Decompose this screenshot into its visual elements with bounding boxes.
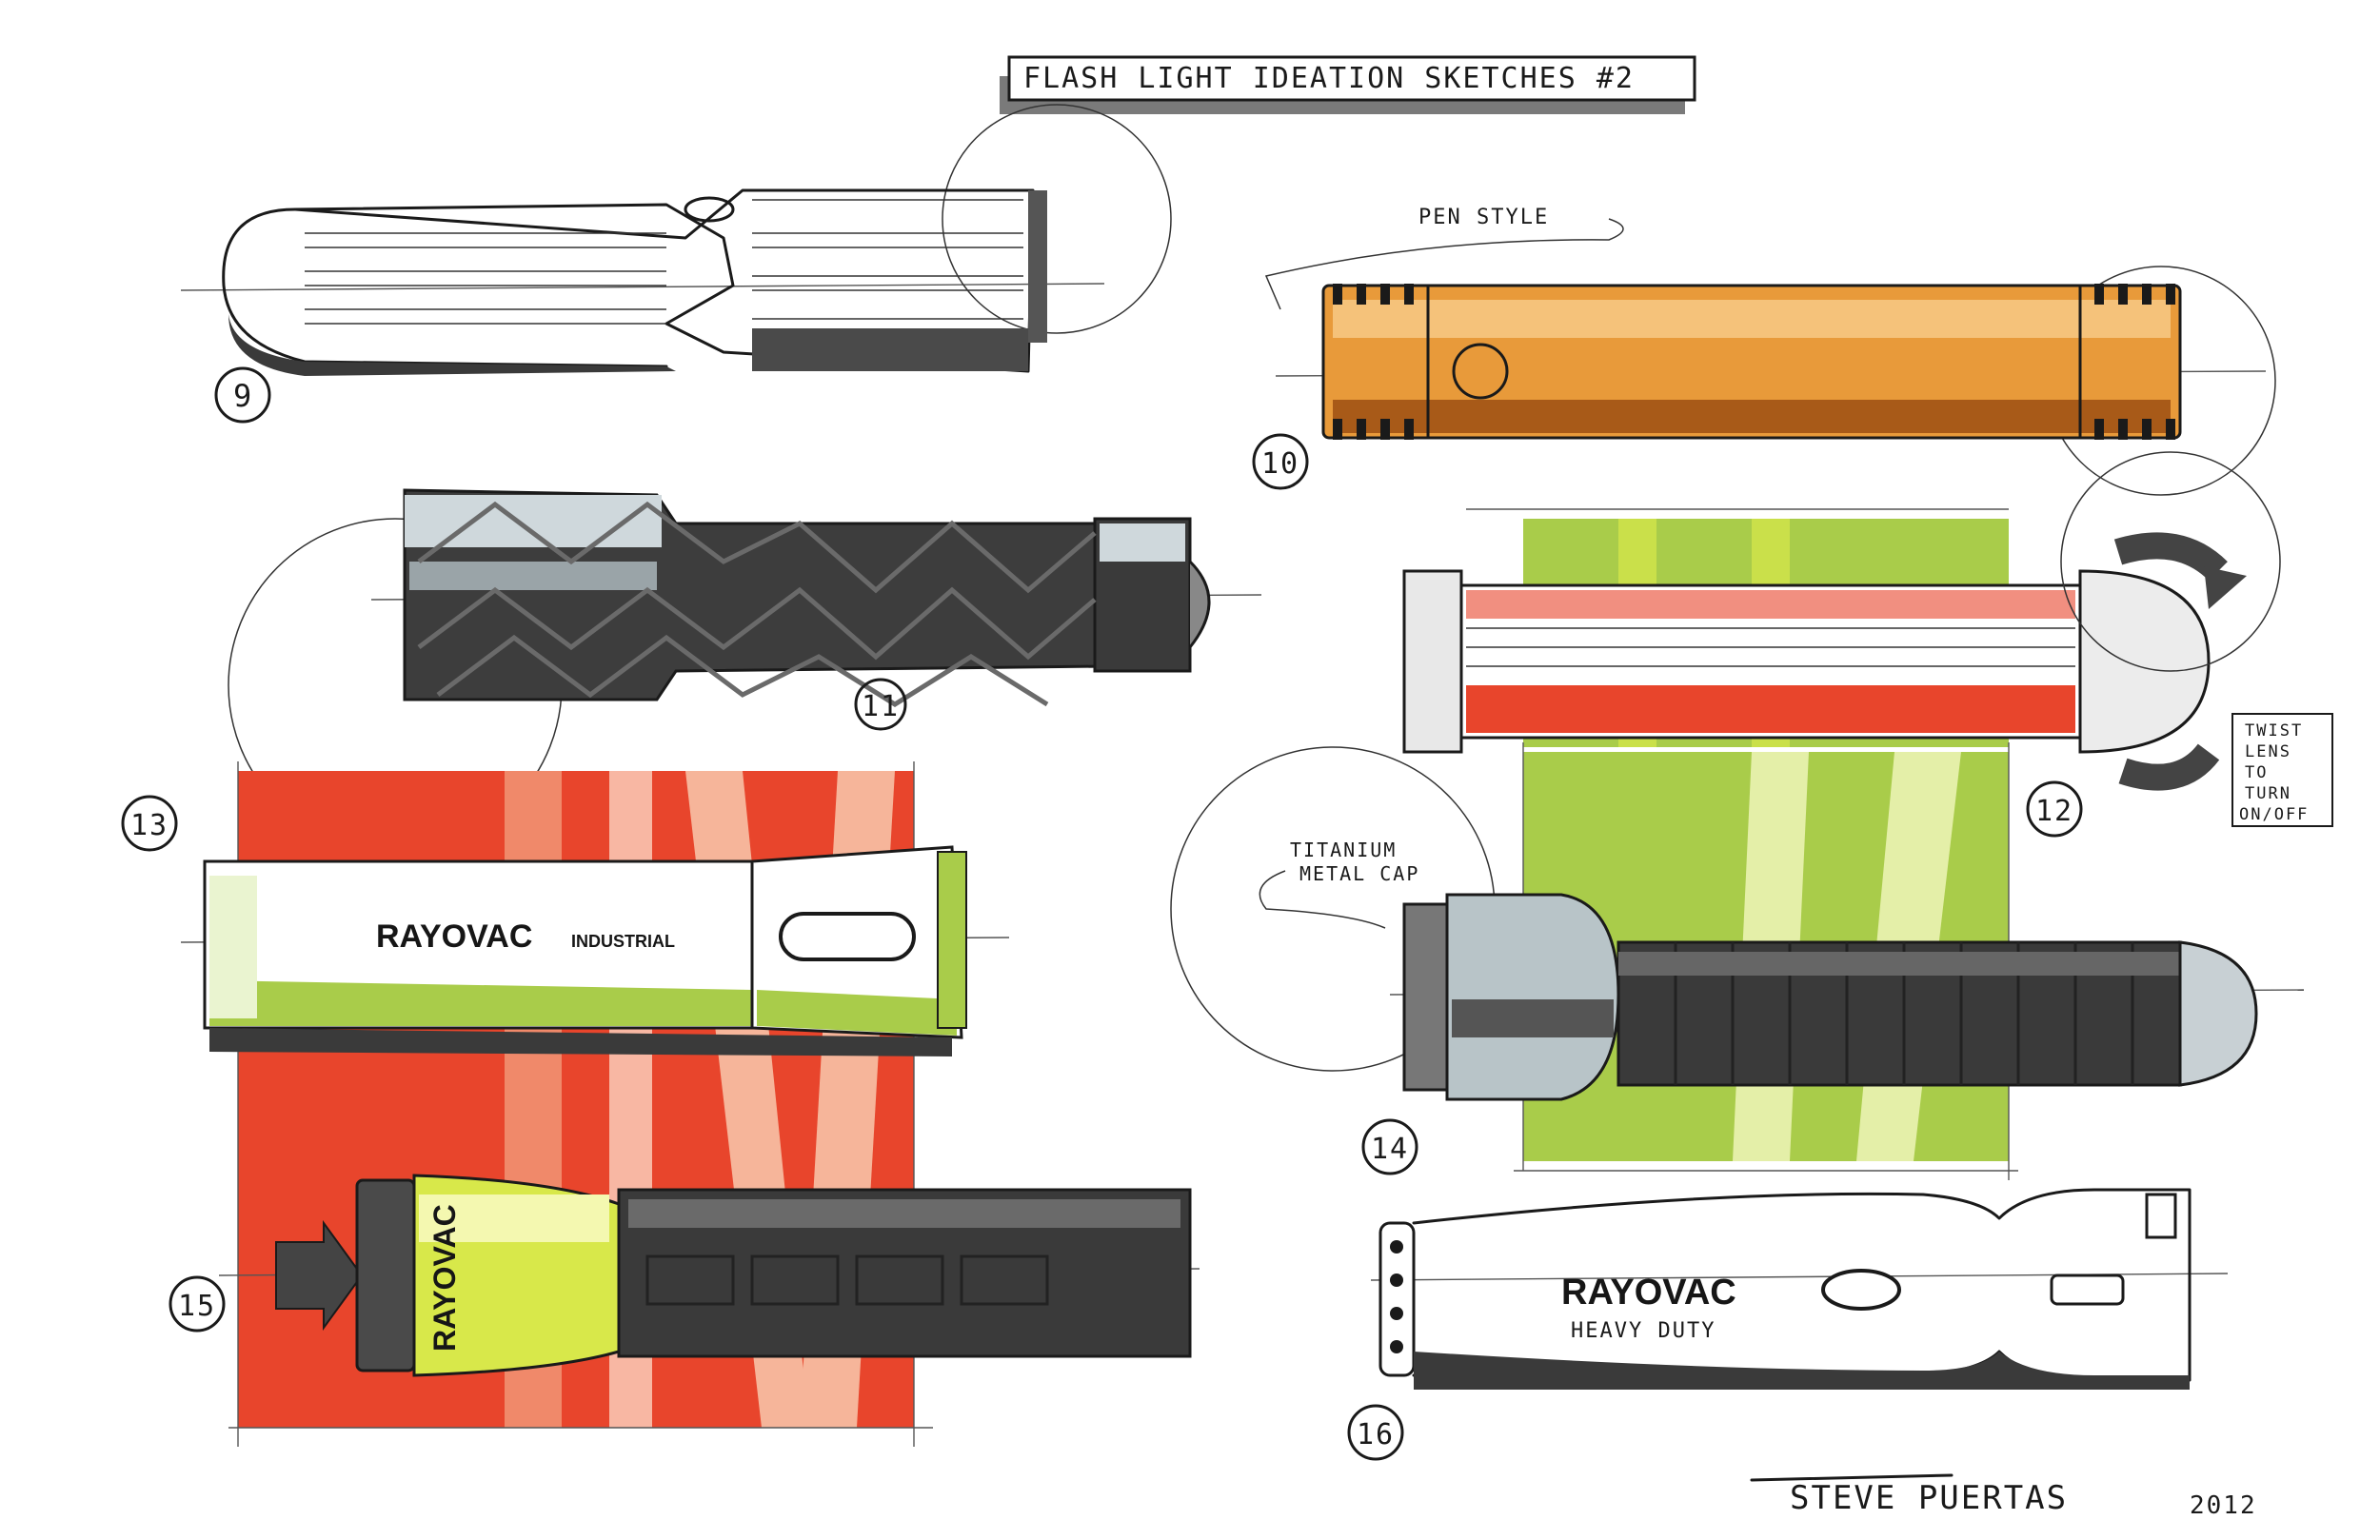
- brand-rayovac-16: RAYOVAC: [1561, 1273, 1736, 1313]
- svg-text:14: 14: [1371, 1133, 1409, 1166]
- sketch-12: [1402, 451, 2281, 791]
- svg-text:10: 10: [1261, 447, 1299, 481]
- signature: STEVE PUERTAS 2012: [1750, 1473, 2257, 1520]
- svg-text:13: 13: [130, 809, 169, 842]
- sketch-15: RAYOVAC: [218, 1174, 1200, 1377]
- svg-text:11: 11: [862, 690, 900, 723]
- svg-text:12: 12: [2035, 795, 2073, 828]
- label-10: 10: [1252, 433, 1309, 490]
- svg-text:9: 9: [233, 378, 253, 414]
- sketch-14: TITANIUM METAL CAP: [1170, 742, 2305, 1180]
- label-13: 13: [121, 795, 178, 852]
- svg-text:15: 15: [178, 1290, 216, 1323]
- brand-rayovac-15: RAYOVAC: [427, 1204, 462, 1352]
- brand-industrial: INDUSTRIAL: [571, 932, 675, 951]
- label-15: 15: [169, 1275, 226, 1333]
- svg-text:TO: TO: [2245, 763, 2268, 782]
- page-title: FLASH LIGHT IDEATION SKETCHES #2: [1023, 62, 1635, 95]
- svg-text:16: 16: [1357, 1418, 1395, 1451]
- svg-text:ON/OFF: ON/OFF: [2239, 805, 2309, 824]
- signature-name: STEVE PUERTAS: [1790, 1479, 2068, 1517]
- sketch-16: RAYOVAC HEAVY DUTY: [1370, 1188, 2229, 1390]
- label-14: 14: [1361, 1118, 1418, 1175]
- annotation-pen-style: PEN STYLE: [1418, 206, 1549, 229]
- annotation-titanium-2: METAL CAP: [1299, 862, 1419, 885]
- label-12: 12: [2026, 780, 2083, 838]
- signature-year: 2012: [2190, 1491, 2257, 1520]
- sketch-10: PEN STYLE: [1264, 206, 2276, 496]
- sketch-13: RAYOVAC INDUSTRIAL: [180, 845, 1010, 1056]
- svg-text:TURN: TURN: [2245, 784, 2291, 803]
- brand-rayovac-13: RAYOVAC: [376, 918, 532, 955]
- sketch-11: [228, 488, 1262, 853]
- label-9: 9: [214, 366, 271, 424]
- brand-heavy-duty: HEAVY DUTY: [1571, 1319, 1716, 1343]
- label-16: 16: [1347, 1404, 1404, 1461]
- svg-text:LENS: LENS: [2245, 742, 2291, 761]
- svg-text:TWIST: TWIST: [2245, 721, 2303, 740]
- title-banner: FLASH LIGHT IDEATION SKETCHES #2: [1000, 55, 1696, 114]
- sketch-9: [180, 104, 1172, 376]
- annotation-titanium-1: TITANIUM: [1290, 839, 1397, 861]
- label-11: 11: [854, 678, 907, 731]
- annotation-twist: TWIST LENS TO TURN ON/OFF: [2231, 713, 2333, 827]
